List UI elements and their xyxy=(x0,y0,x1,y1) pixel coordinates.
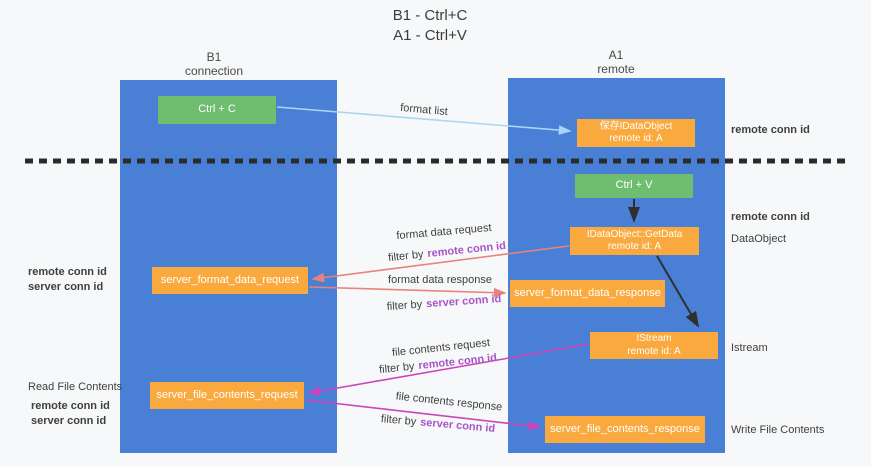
title-line-1: B1 - Ctrl+C xyxy=(392,7,468,24)
remote-conn-id-key: remote conn id xyxy=(426,239,507,261)
node-idataobject-getdata: IDataObject::GetData remote id: A xyxy=(570,227,699,255)
left-column-name: B1 xyxy=(206,50,222,64)
istream-line2: remote id: A xyxy=(627,345,681,357)
filter-by-text: filter by xyxy=(378,360,416,377)
format-data-response-label: format data response xyxy=(388,274,492,286)
format-data-request-label: format data request xyxy=(395,221,493,243)
node-server-format-data-response: server_format_data_response xyxy=(510,280,665,307)
node-server-file-contents-request: server_file_contents_request xyxy=(150,382,304,409)
right-column-name: A1 xyxy=(608,48,624,62)
server-conn-id-key: server conn id xyxy=(419,416,496,435)
getdata-line2: remote id: A xyxy=(607,241,662,252)
left-server-conn-id-label: server conn id xyxy=(28,281,104,293)
istream-line1: IStream xyxy=(636,333,672,344)
node-save-idataobject: 保存IDataObject remote id: A xyxy=(577,119,695,147)
server-conn-id-key: server conn id xyxy=(425,293,502,311)
right-column-header: A1 remote xyxy=(526,48,706,77)
filter-by-text: filter by xyxy=(387,248,425,265)
diagram-title: B1 - Ctrl+C A1 - Ctrl+V xyxy=(300,6,560,47)
save-idataobject-line2: remote id: A xyxy=(609,133,663,144)
filter-by-text: filter by xyxy=(386,298,423,313)
right-column-subtitle: remote xyxy=(597,61,635,76)
node-ctrl-v: Ctrl + V xyxy=(575,174,693,198)
format-list-label: format list xyxy=(399,101,449,119)
server-format-data-request-label: server_format_data_request xyxy=(160,273,300,286)
server-file-contents-request-label: server_file_contents_request xyxy=(156,388,298,401)
format-data-response-arrow xyxy=(308,286,507,298)
dataobject-label: DataObject xyxy=(731,233,787,245)
right-remote-conn-id-label-1: remote conn id xyxy=(731,124,810,136)
save-idataobject-line1: 保存IDataObject xyxy=(599,120,673,132)
left-column-subtitle: connection xyxy=(184,63,244,78)
title-line-2: A1 - Ctrl+V xyxy=(393,27,467,45)
left-column-header: B1 connection xyxy=(124,50,304,79)
server-format-data-response-label: server_format_data_response xyxy=(514,286,661,299)
istream-margin-label: Istream xyxy=(731,342,768,354)
getdata-line1: IDataObject::GetData xyxy=(586,228,683,240)
ctrl-v-label: Ctrl + V xyxy=(615,179,653,192)
left-remote-conn-id-label-2: remote conn id xyxy=(31,400,110,412)
right-remote-conn-id-label-2: remote conn id xyxy=(731,211,810,223)
node-istream: IStream remote id: A xyxy=(590,332,718,359)
server-file-contents-response-label: server_file_contents_response xyxy=(550,422,700,435)
node-server-format-data-request: server_format_data_request xyxy=(152,267,308,294)
filter-by-text: filter by xyxy=(380,413,417,429)
node-ctrl-c: Ctrl + C xyxy=(158,96,276,124)
file-contents-response-label: file contents response xyxy=(395,390,503,414)
left-server-conn-id-label-2: server conn id xyxy=(31,415,107,427)
node-server-file-contents-response: server_file_contents_response xyxy=(545,416,705,443)
write-file-contents-label: Write File Contents xyxy=(731,424,825,436)
ctrl-c-label: Ctrl + C xyxy=(198,103,236,116)
left-remote-conn-id-label: remote conn id xyxy=(28,266,107,278)
read-file-contents-label: Read File Contents xyxy=(28,381,123,393)
